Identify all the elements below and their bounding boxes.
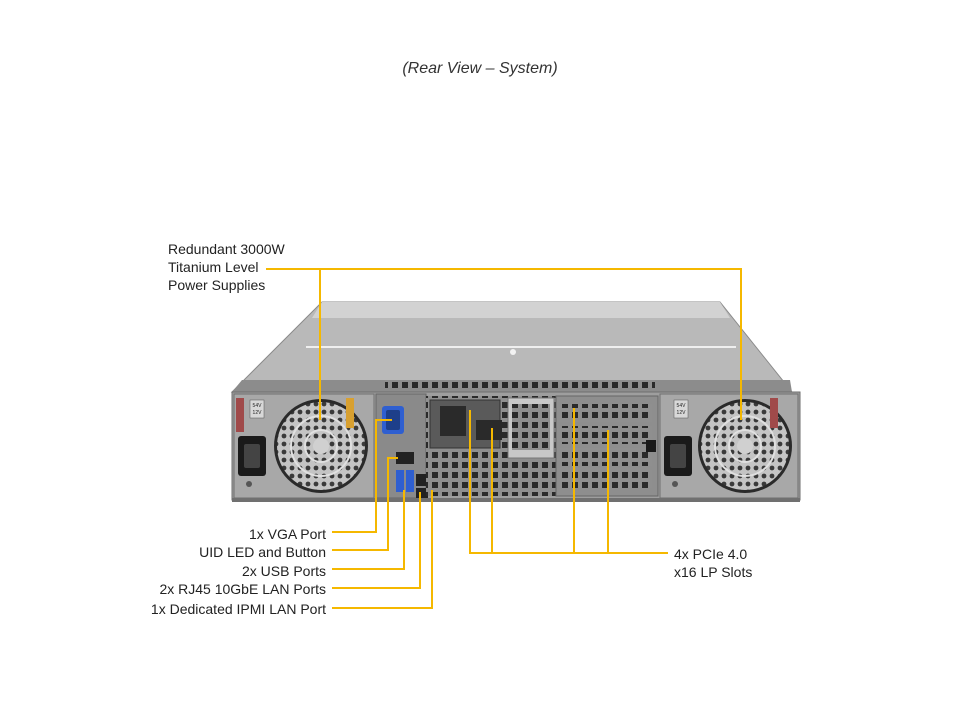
psu-right-fan-ring-inner xyxy=(728,429,762,463)
lan-callout: 2x RJ45 10GbE LAN Ports xyxy=(159,581,326,597)
pcie-slot-3 xyxy=(560,448,652,466)
lan-leader-line xyxy=(332,492,421,589)
psu-left-fan-ring-inner xyxy=(304,429,338,463)
psu-leader-line xyxy=(266,268,742,420)
ipmi-callout: 1x Dedicated IPMI LAN Port xyxy=(150,601,326,617)
uid-callout: UID LED and Button xyxy=(199,544,326,560)
chassis-screw xyxy=(510,349,516,355)
leader-lines xyxy=(266,268,742,609)
vga-callout: 1x VGA Port xyxy=(248,526,326,542)
usb-port-1-icon xyxy=(396,470,404,492)
psu-left-handle xyxy=(236,398,244,432)
pcie-latch xyxy=(646,440,656,452)
chassis-bottom xyxy=(232,498,800,502)
psu-left-label-54v: 54V xyxy=(253,403,263,409)
psu-right-inlet-socket xyxy=(670,444,686,468)
psu-left-label-12v: 12V xyxy=(253,410,263,416)
pcie-slot-1 xyxy=(560,404,652,422)
rj45-lan-port-2-icon xyxy=(416,488,428,498)
network-module-icon xyxy=(440,406,466,436)
psu-right-label-12v: 12V xyxy=(677,410,687,416)
psu-right-label-54v: 54V xyxy=(677,403,687,409)
power-supplies-line-2: Titanium Level xyxy=(168,259,259,275)
psu-right-screw xyxy=(672,481,678,487)
usb-leader-line xyxy=(332,490,405,570)
psu-right-fan-ring xyxy=(714,415,776,477)
psu-left-latch xyxy=(346,398,354,428)
usb-port-2-icon xyxy=(406,470,414,492)
psu-right: 54V 12V xyxy=(659,393,799,499)
psu-left-screw xyxy=(246,481,252,487)
psu-right-fan-hub xyxy=(737,438,753,454)
uid-button-icon xyxy=(396,452,414,464)
rj45-lan-port-1-icon xyxy=(416,474,428,486)
psu-right-handle xyxy=(770,398,778,428)
power-supplies-line-1: Redundant 3000W xyxy=(168,241,285,257)
uid-leader-line xyxy=(332,457,398,551)
usb-callout: 2x USB Ports xyxy=(241,563,326,579)
psu-left: 54V 12V xyxy=(233,393,375,499)
figure-caption: (Rear View – System) xyxy=(402,60,558,77)
riser-cage-vent xyxy=(512,404,550,450)
pcie-slot-4 xyxy=(560,470,652,488)
vga-leader-line xyxy=(332,419,392,533)
vga-port-inner xyxy=(386,410,400,430)
power-supplies-line-3: Power Supplies xyxy=(168,277,266,293)
psu-left-fan-hub xyxy=(313,438,329,454)
io-panel xyxy=(375,393,438,499)
chassis-top-lid xyxy=(312,302,730,318)
top-vent xyxy=(385,380,655,388)
pcie-line-1: 4x PCIe 4.0 xyxy=(674,546,748,562)
psu-right-rating-label xyxy=(673,399,689,419)
network-module-2-icon xyxy=(476,420,502,440)
pcie-callout: 4x PCIe 4.0 x16 LP Slots xyxy=(674,545,752,581)
pcie-slot-2 xyxy=(560,426,652,444)
psu-left-rating-label xyxy=(249,399,265,419)
pcie-leader-line xyxy=(469,410,668,554)
pcie-line-2: x16 LP Slots xyxy=(674,564,753,580)
ipmi-leader-line xyxy=(332,490,433,609)
psu-left-inlet-socket xyxy=(244,444,260,468)
power-supplies-callout: Redundant 3000W Titanium Level Power Sup… xyxy=(168,240,285,294)
